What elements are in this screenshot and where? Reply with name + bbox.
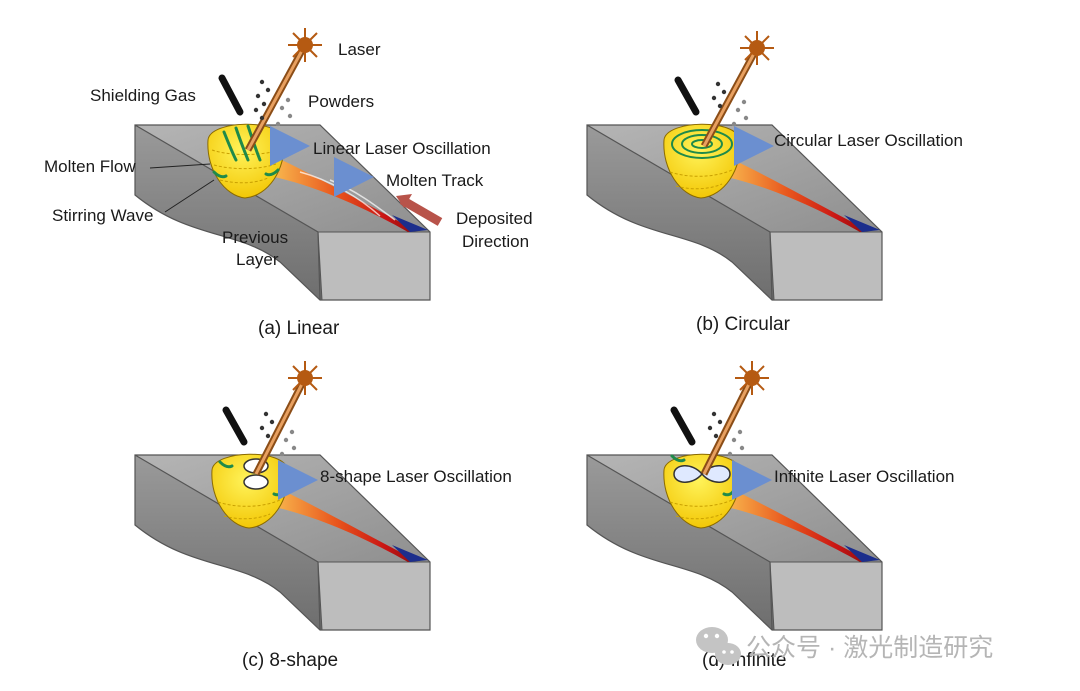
stirring-wave-leader xyxy=(164,179,215,213)
oscillation-label: Infinite Laser Oscillation xyxy=(774,467,954,486)
shielding-gas-nozzle xyxy=(218,74,244,116)
deposited-direction-label-2: Direction xyxy=(462,232,529,251)
wechat-icon xyxy=(696,627,741,665)
previous-layer-label: Previous xyxy=(222,228,288,247)
laser-sun-icon xyxy=(288,361,322,395)
powder-stream xyxy=(259,411,297,457)
powder-stream xyxy=(711,81,749,127)
previous-layer-label-2: Layer xyxy=(236,250,279,269)
molten-track-label: Molten Track xyxy=(386,171,484,190)
shielding-gas-nozzle xyxy=(222,406,248,446)
deposited-direction-arrowhead xyxy=(396,194,412,208)
oscillation-label: Circular Laser Oscillation xyxy=(774,131,963,150)
laser-sun-icon xyxy=(288,28,322,62)
panel-b: Circular Laser Oscillation (b) Circular xyxy=(586,31,963,335)
laser-beam xyxy=(700,31,774,148)
watermark: 公众号 · 激光制造研究 xyxy=(696,627,993,665)
deposited-direction-label: Deposited xyxy=(456,209,533,228)
panel-d: Infinite Laser Oscillation (d) Infinite xyxy=(586,361,954,671)
powder-stream xyxy=(253,79,293,127)
panel-caption: (a) Linear xyxy=(258,318,340,339)
watermark-text: 公众号 · 激光制造研究 xyxy=(746,634,993,662)
laser-sun-icon xyxy=(735,361,769,395)
laser-beam xyxy=(252,361,322,476)
molten-flow-leader xyxy=(149,163,211,169)
stirring-wave-label: Stirring Wave xyxy=(52,206,153,225)
deposited-direction-arrow xyxy=(399,196,443,226)
molten-pool xyxy=(663,453,741,529)
panel-a: Laser Shielding Gas Powders Linear Laser… xyxy=(44,28,533,339)
panel-caption: (c) 8-shape xyxy=(242,650,338,671)
laser-sun-icon xyxy=(740,31,774,65)
molten-flow-label: Molten Flow xyxy=(44,157,136,176)
laser-beam xyxy=(244,28,322,152)
oscillation-label: Linear Laser Oscillation xyxy=(313,139,491,158)
shielding-gas-nozzle xyxy=(670,406,696,446)
shielding-gas-nozzle xyxy=(674,76,700,116)
panel-c: 8-shape Laser Oscillation (c) 8-shape xyxy=(134,361,512,671)
shielding-gas-label: Shielding Gas xyxy=(90,86,196,105)
oscillation-label: 8-shape Laser Oscillation xyxy=(320,467,512,486)
panel-caption: (b) Circular xyxy=(696,314,791,335)
powders-label: Powders xyxy=(308,92,374,111)
laser-label: Laser xyxy=(338,40,381,59)
molten-pool xyxy=(663,123,741,199)
powder-stream xyxy=(707,411,745,457)
laser-beam xyxy=(700,361,769,476)
